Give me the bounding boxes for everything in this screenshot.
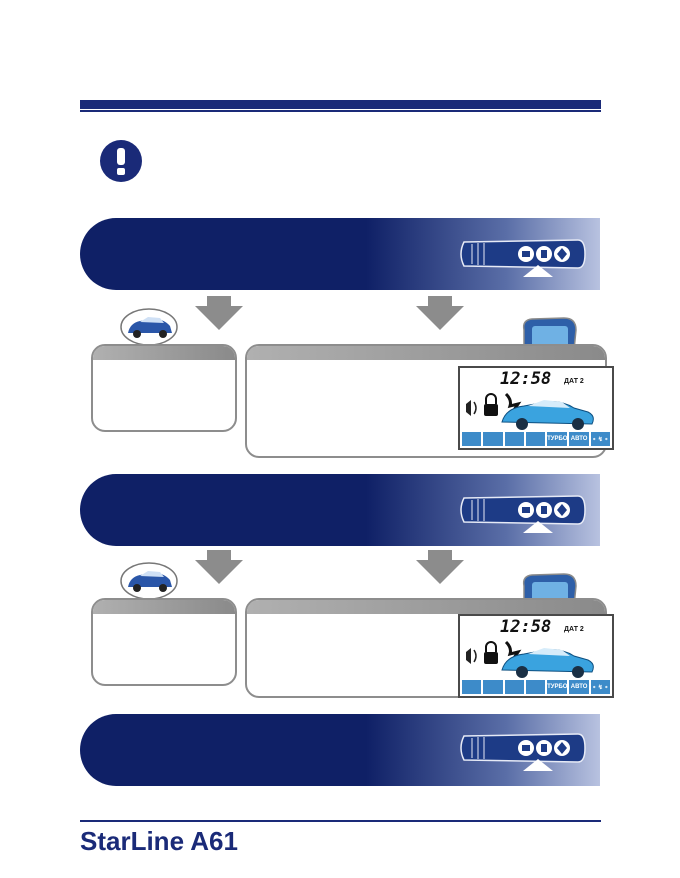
lcd-time: 12:58	[500, 617, 552, 637]
lcd-car-icon	[466, 392, 594, 430]
lcd-cell-turbo: ТУРБО	[547, 432, 568, 446]
arrow-down-icon	[195, 296, 243, 330]
lcd-display: 12:58 ДАТ 2 ТУРБО АВТО ∘ ↯ ∘	[458, 614, 614, 698]
lcd-cell-1	[462, 432, 482, 446]
header-rule	[80, 100, 601, 109]
header-rule-thin	[80, 110, 601, 112]
lcd-cell-auto: АВТО	[569, 680, 589, 694]
exclamation-icon	[100, 140, 142, 182]
remote-pointer-icon	[523, 264, 553, 282]
remote-key-fob-icon	[458, 492, 586, 528]
car-info-box	[91, 598, 237, 686]
lcd-status-row: ТУРБО АВТО ∘ ↯ ∘	[462, 680, 610, 694]
remote-pointer-icon	[523, 520, 553, 538]
brand-label: StarLine A61	[80, 826, 238, 856]
lcd-sensor-label: ДАТ 2	[564, 626, 584, 633]
lcd-cell-7: ∘ ↯ ∘	[590, 432, 610, 446]
lcd-cell-3	[504, 432, 524, 446]
remote-key-fob-icon	[458, 236, 586, 272]
lcd-time: 12:58	[500, 369, 552, 389]
lcd-cell-4	[525, 680, 546, 694]
remote-key-fob-icon	[458, 730, 586, 766]
lcd-cell-2	[483, 680, 503, 694]
footer-rule	[80, 820, 601, 822]
lcd-cell-2	[483, 432, 503, 446]
lcd-cell-turbo: ТУРБО	[547, 680, 568, 694]
lcd-sensor-label: ДАТ 2	[564, 378, 584, 385]
lcd-cell-7: ∘ ↯ ∘	[590, 680, 610, 694]
lcd-display: 12:58 ДАТ 2 ТУРБО АВТО ∘ ↯ ∘	[458, 366, 614, 450]
lcd-cell-3	[504, 680, 524, 694]
lcd-cell-1	[462, 680, 482, 694]
arrow-down-icon	[195, 550, 243, 584]
arrow-down-icon	[416, 296, 464, 330]
lcd-car-icon	[466, 640, 594, 678]
lcd-cell-auto: АВТО	[569, 432, 589, 446]
arrow-down-icon	[416, 550, 464, 584]
remote-pointer-icon	[523, 758, 553, 776]
lcd-cell-4	[525, 432, 546, 446]
car-info-box	[91, 344, 237, 432]
lcd-status-row: ТУРБО АВТО ∘ ↯ ∘	[462, 432, 610, 446]
